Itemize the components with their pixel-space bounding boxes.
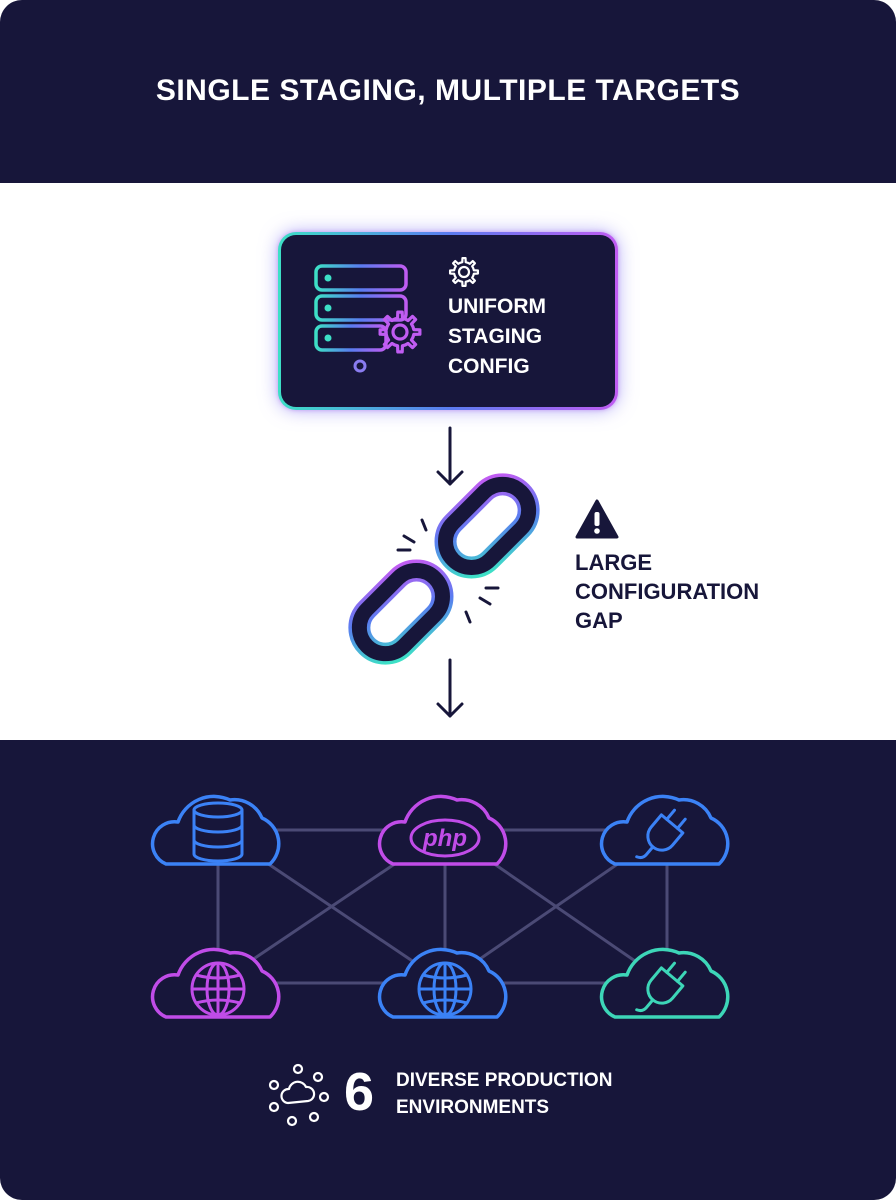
cloud-shape: [150, 794, 281, 866]
gap-label-line: GAP: [575, 608, 623, 633]
database-cloud-icon: [150, 794, 281, 866]
environment-label-line: DIVERSE PRODUCTION: [396, 1070, 613, 1091]
plug-cloud-icon: [599, 947, 730, 1019]
page-title: SINGLE STAGING, MULTIPLE TARGETS: [155, 74, 741, 107]
cloud-shape: [150, 947, 281, 1019]
server-stack-icon: [314, 264, 408, 373]
cloud-shape: [599, 947, 730, 1019]
network-nodes: php: [150, 794, 730, 1019]
environment-label-line: ENVIRONMENTS: [396, 1097, 550, 1118]
cloud-shape: [377, 947, 508, 1019]
arrow-down-icon: [436, 426, 464, 486]
small-gear-icon: [448, 256, 480, 288]
globe-cloud-icon: [377, 947, 508, 1019]
environment-label: DIVERSE PRODUCTION ENVIRONMENTS: [396, 1067, 612, 1121]
configuration-gap-label: LARGE CONFIGURATION GAP: [575, 548, 759, 635]
php-cloud-icon: php: [377, 794, 508, 866]
broken-chain-link-icon: [348, 473, 540, 665]
arrow-down-icon: [436, 658, 464, 718]
staging-label-line: UNIFORM: [448, 295, 546, 318]
header-band: [0, 0, 896, 183]
environment-network-diagram: php: [150, 794, 730, 1019]
globe-cloud-icon: [150, 947, 281, 1019]
cloud-shape: [599, 794, 730, 866]
gap-label-line: CONFIGURATION: [575, 579, 760, 604]
php-label: php: [422, 825, 467, 852]
network-cloud-icon: [268, 1063, 330, 1127]
gap-label-line: LARGE: [575, 550, 652, 575]
staging-label-line: CONFIG: [448, 355, 530, 378]
warning-triangle-icon: [575, 499, 619, 539]
environment-count: 6: [344, 1062, 375, 1122]
gear-icon: [378, 310, 422, 354]
staging-config-label: UNIFORM STAGING CONFIG: [448, 292, 546, 382]
staging-label-line: STAGING: [448, 325, 543, 348]
plug-cloud-icon: [599, 794, 730, 866]
